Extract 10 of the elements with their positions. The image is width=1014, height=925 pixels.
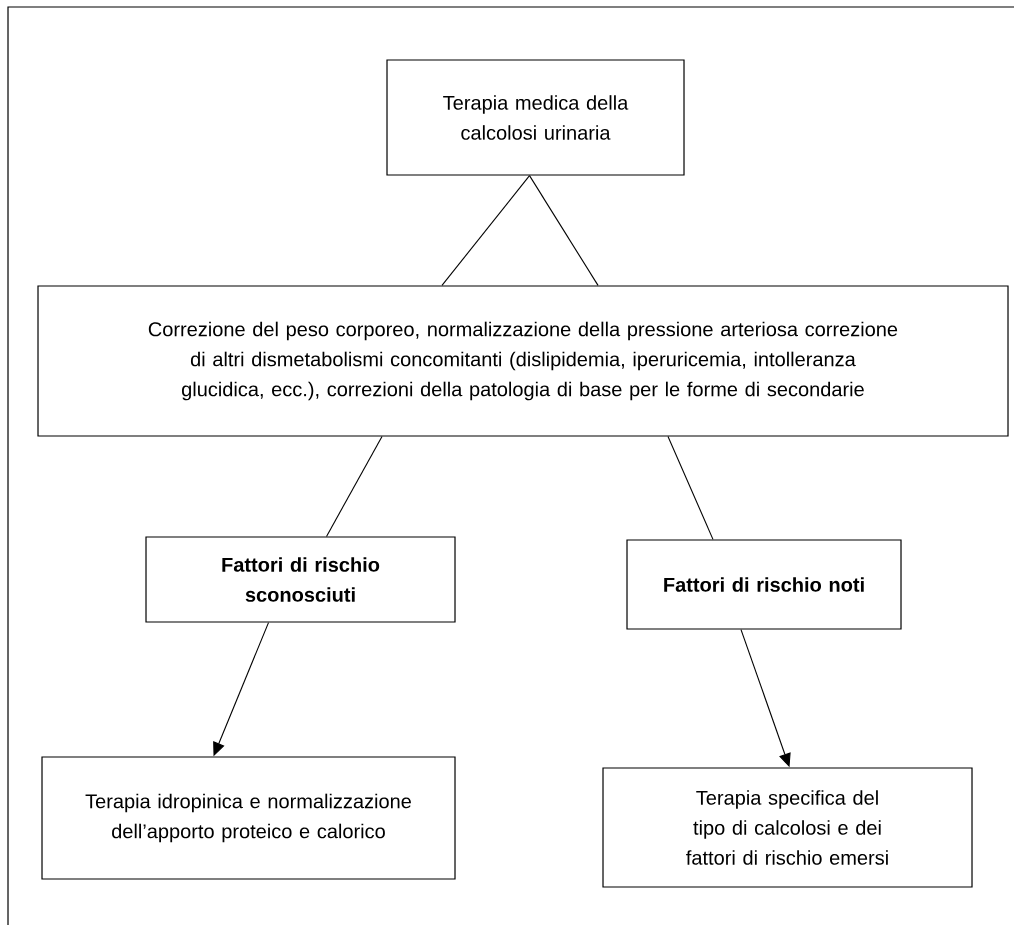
connector-line [667, 436, 714, 540]
text-box: Terapia idropinica e normalizzazione dell’apporto proteico e calorico [41, 756, 456, 880]
connector-line [528, 175, 599, 286]
connector-line [325, 436, 383, 537]
connector-line [441, 175, 531, 286]
text-box: Fattori di rischio noti [626, 539, 902, 630]
text-box: Fattori di rischio sconosciuti [145, 536, 456, 623]
text-box: Terapia specifica del tipo di calcolosi e dei fattori di rischio emersi [602, 767, 973, 888]
text-box: Correzione del peso corporeo, normalizzazione della pressione arteriosa correzione di altri dismetabolismi concomitanti (dislipidemia, iperuricemia, intolleranza glucidica, ecc.), correzioni della patologia di base per le forme di secondarie [37, 285, 1009, 437]
text-box: Terapia medica della calcolosi urinaria [386, 59, 685, 176]
